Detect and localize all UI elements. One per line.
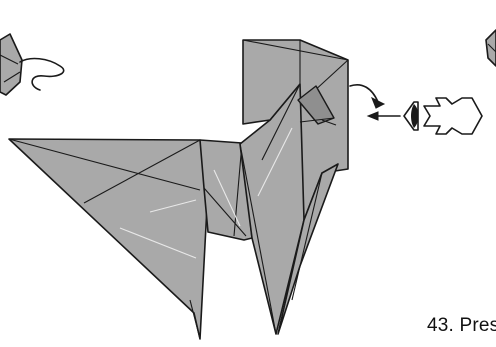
fold-direction-arrow	[350, 85, 384, 108]
next-step-figure	[486, 30, 496, 66]
eye-icon	[404, 102, 419, 130]
outlined-push-arrow-icon	[424, 98, 482, 134]
previous-step-figure	[0, 34, 64, 95]
origami-figure	[9, 40, 348, 339]
step-caption: 43. Pres	[427, 315, 496, 337]
arrow-left-icon	[368, 112, 400, 120]
back-leg-flap	[9, 139, 208, 339]
curved-arrow-icon	[20, 59, 64, 90]
